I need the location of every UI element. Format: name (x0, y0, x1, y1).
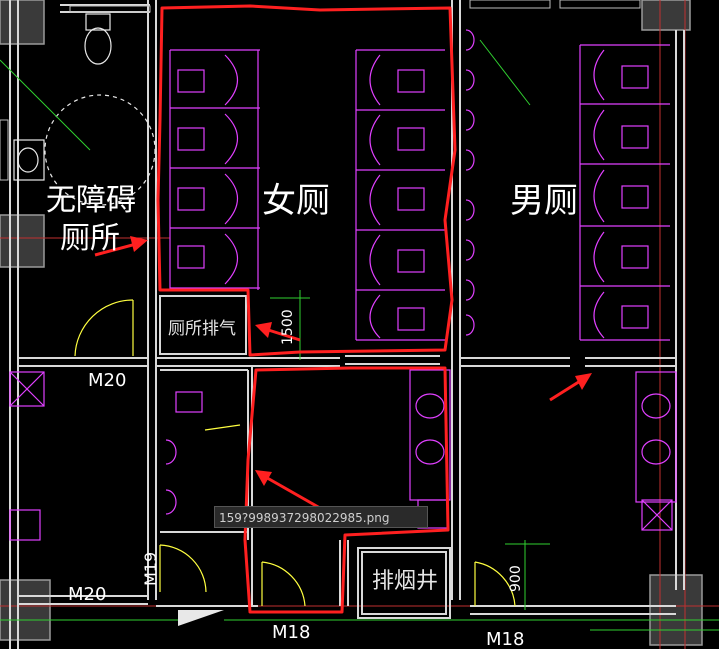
label-accessible-line2: 厕所 (60, 221, 120, 256)
male-urinals (465, 29, 475, 336)
label-toilet-exhaust: 厕所排气 (168, 319, 236, 339)
label-male-toilet: 男厕 (510, 181, 578, 221)
dim-1500: 1500 (280, 309, 296, 345)
doors (74, 299, 516, 607)
door-m19: M19 (141, 552, 160, 586)
dim-900: 900 (508, 565, 524, 592)
walls (9, 0, 685, 649)
small-block-fixtures (165, 391, 203, 515)
red-markup (156, 4, 457, 614)
accessible-fixtures (13, 13, 156, 206)
structural-columns (0, 0, 703, 646)
window-strips (0, 0, 641, 181)
male-stalls (579, 44, 670, 341)
filename-tooltip: 159?998937298022985.png (214, 506, 428, 528)
female-stalls-right (355, 49, 445, 341)
door-m18-right: M18 (486, 629, 524, 649)
door-m20-upper: M20 (88, 370, 126, 391)
red-arrows (94, 236, 592, 510)
female-stalls-left (169, 49, 260, 290)
door-m18-center: M18 (272, 622, 310, 643)
door-m20-lower: M20 (68, 584, 106, 605)
label-accessible-line1: 无障碍 (46, 183, 136, 218)
door-sill (178, 610, 224, 626)
dimension-lines (0, 39, 719, 631)
label-smoke-shaft: 排烟井 (372, 569, 438, 594)
label-female-toilet: 女厕 (262, 181, 330, 221)
